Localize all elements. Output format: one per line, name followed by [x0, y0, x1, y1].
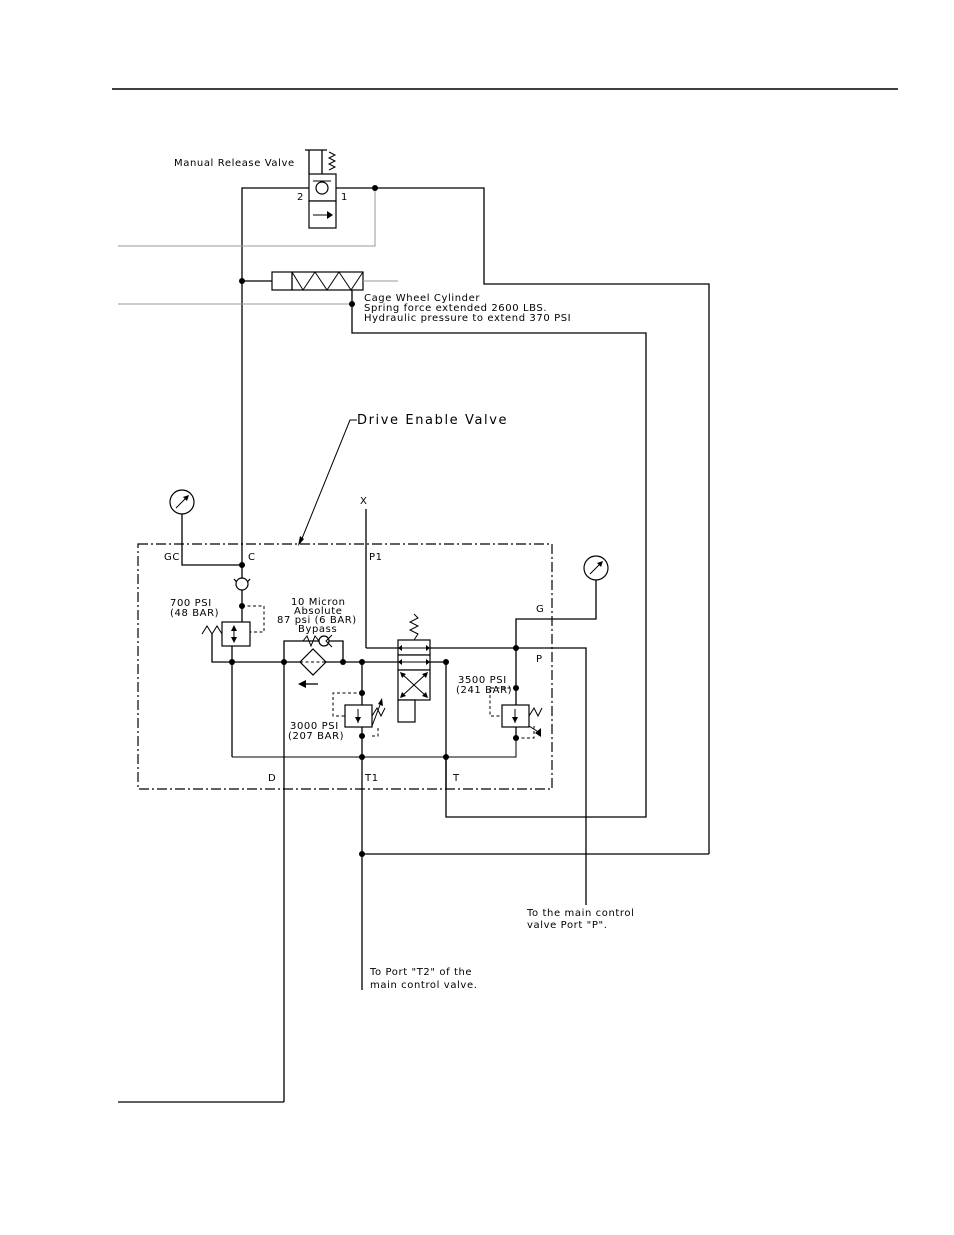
- port-d-label: D: [268, 773, 276, 784]
- cage-wheel-cylinder: [242, 271, 398, 291]
- main-control-label-2: valve Port "P".: [527, 920, 607, 931]
- port-t-label: T: [452, 773, 460, 784]
- relief-valve-3000: [332, 662, 386, 790]
- manual-release-valve: [305, 149, 337, 229]
- port-2-label: 2: [297, 192, 304, 203]
- gauge-g: [583, 555, 609, 581]
- relief-700-label-2: (48 BAR): [170, 608, 219, 619]
- cage-wheel-label-3: Hydraulic pressure to extend 370 PSI: [364, 313, 571, 324]
- line-mrv-drain: [118, 188, 376, 247]
- port-gc-label: GC: [164, 552, 180, 563]
- port-c-label: C: [248, 552, 256, 563]
- cage-wheel-label-2: Spring force extended 2600 LBS.: [364, 303, 547, 314]
- junction-cylinder: [239, 278, 245, 284]
- relief-3500-label-2: (241 BAR): [456, 685, 512, 696]
- junction-p: [513, 645, 519, 651]
- filter-label-1: 10 Micron: [291, 597, 346, 608]
- line-cylinder-rod-feed: [351, 290, 647, 818]
- relief-700-label-1: 700 PSI: [170, 598, 212, 609]
- drive-enable-valve-label: Drive Enable Valve: [357, 413, 508, 428]
- port-x-label: X: [360, 496, 367, 507]
- line-tank-internal: [232, 738, 517, 758]
- port-p1-label: P1: [369, 552, 383, 563]
- junction-relief-700: [229, 659, 235, 665]
- junction-filter-out: [340, 659, 346, 665]
- cage-wheel-label-1: Cage Wheel Cylinder: [364, 293, 480, 304]
- junction-mrv: [372, 185, 378, 191]
- leader-drive-enable: [300, 419, 357, 542]
- line-valve-to-p: [430, 647, 587, 905]
- directional-valve: [397, 613, 431, 723]
- filter-label-3: 87 psi (6 BAR): [277, 615, 357, 626]
- junction-cylinder-feed: [349, 301, 355, 307]
- filter-label-2: Absolute: [294, 606, 343, 617]
- port-t2-label-2: main control valve.: [370, 980, 477, 991]
- relief-3500-label-1: 3500 PSI: [458, 675, 507, 686]
- port-t2-label-1: To Port "T2" of the: [369, 967, 472, 978]
- junction-3000-pilot: [359, 690, 365, 696]
- line-mrv-port2: [241, 187, 309, 565]
- line-gauge-g: [515, 580, 597, 705]
- main-control-label-1: To the main control: [526, 908, 635, 919]
- port-p-label: P: [536, 654, 543, 665]
- manual-release-valve-label: Manual Release Valve: [174, 158, 295, 169]
- gauge-gc: [169, 489, 195, 515]
- relief-valve-3500: [489, 687, 543, 739]
- line-mrv-port1: [336, 187, 710, 854]
- filter: [298, 648, 327, 688]
- relief-3000-label-1: 3000 PSI: [290, 721, 339, 732]
- relief-3000-label-2: (207 BAR): [288, 731, 344, 742]
- drive-enable-manifold: [137, 543, 553, 790]
- port-t1-label: T1: [364, 773, 379, 784]
- filter-label-4: Bypass: [298, 624, 337, 635]
- line-valve-to-t: [430, 661, 447, 790]
- line-gauge-gc: [181, 514, 242, 566]
- check-valve-c: [233, 565, 251, 606]
- relief-valve-700: [201, 605, 265, 757]
- port-g-label: G: [536, 604, 544, 615]
- port-1-label: 1: [341, 192, 348, 203]
- filter-bypass-check: [283, 634, 344, 662]
- junction-3500-out: [513, 735, 519, 741]
- junction-valve-t: [443, 659, 449, 665]
- junction-3000-out: [359, 733, 365, 739]
- junction-tank-t1: [359, 754, 365, 760]
